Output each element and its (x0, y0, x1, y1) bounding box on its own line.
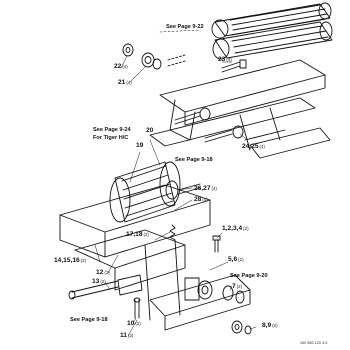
spring-17 (169, 224, 176, 241)
upper-frame-rail (149, 59, 331, 159)
bearing-flange-22 (122, 43, 134, 57)
callout-17-18: 17,18(2) (126, 231, 149, 238)
callout-28: 28(4) (194, 196, 208, 203)
bolt-1 (212, 235, 221, 253)
callout-24-25: 24,25(4) (242, 143, 265, 150)
callout-5-6: 5,6(2) (228, 256, 244, 263)
washer-8 (231, 320, 252, 335)
drawing-code: 100 550 120 3.0 (300, 341, 328, 345)
bearing-21 (141, 52, 162, 70)
bolt-23 (221, 59, 247, 73)
shaft-20 (177, 183, 201, 195)
pulley-block-5 (184, 277, 213, 301)
callout-19: 19 (136, 142, 144, 149)
callout-23: 23(4) (218, 56, 232, 63)
callout-21: 21(4) (118, 79, 132, 86)
upper-feed-roll (211, 2, 332, 39)
callout-14-15-16: 14,15,16(2) (54, 257, 87, 264)
callout-20: 20 (146, 127, 154, 134)
callout-10: 10(2) (127, 320, 141, 327)
callout-12: 12(3) (96, 269, 110, 276)
reference-page-9-18-mid: See Page 9-18 (175, 157, 213, 163)
roll-assembly-19 (109, 161, 181, 223)
reference-page-9-22: See Page 9-22 (166, 24, 204, 30)
reference-page-9-20: See Page 9-20 (230, 273, 268, 279)
bearing-7 (222, 285, 245, 304)
lower-feed-roll (212, 21, 333, 60)
pin-10 (133, 297, 141, 319)
callout-11: 11(2) (120, 332, 134, 339)
lower-chassis (59, 184, 251, 331)
cylinder-13 (68, 274, 143, 300)
callout-8-9: 8,9(2) (262, 322, 278, 329)
callout-13: 13(2) (92, 278, 106, 285)
callout-7: 7(2) (232, 283, 243, 290)
guide-rod-24 (174, 107, 286, 143)
reference-page-9-24: See Page 9-24 (93, 127, 131, 133)
reference-page-9-18-bottom: See Page 9-18 (70, 317, 108, 323)
callout-1-2-3-4: 1,2,3,4(2) (222, 225, 249, 232)
callout-22: 22(4) (114, 63, 128, 70)
reference-tiger-hc: For Tiger H/C (93, 135, 129, 141)
leader-lines (94, 29, 257, 337)
callout-26-27: 26,27(4) (194, 185, 217, 192)
